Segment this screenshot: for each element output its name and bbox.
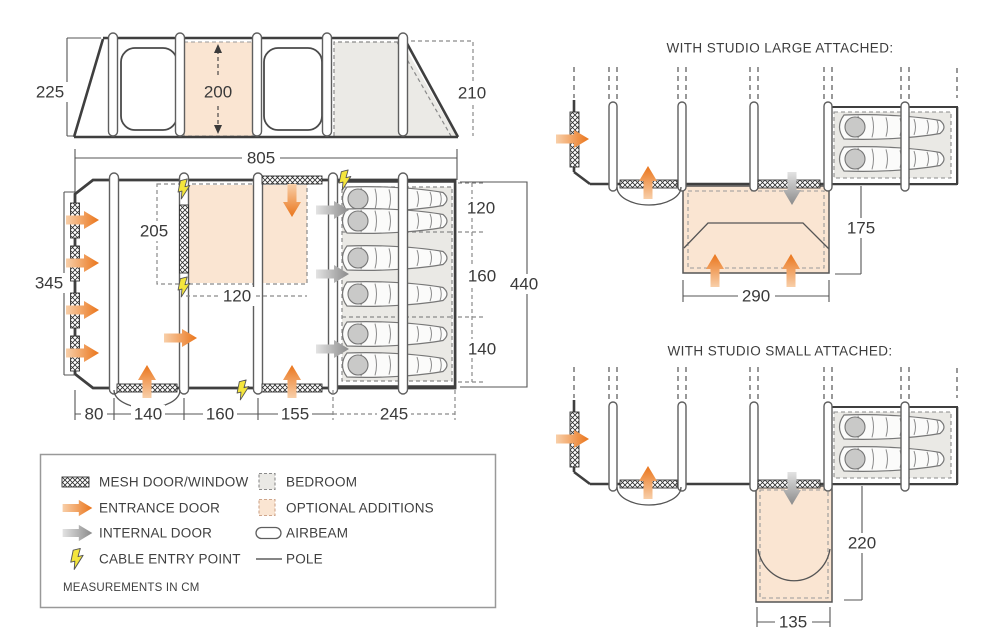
studio-small-wall-cut-dashes — [573, 367, 958, 398]
legend-entrance-label: ENTRANCE DOOR — [99, 501, 220, 516]
legend-optional-label: OPTIONAL ADDITIONS — [286, 501, 434, 516]
elevation-window-2 — [263, 47, 323, 131]
dim-805-label: 805 — [247, 149, 275, 168]
optional-addition-area — [186, 185, 307, 283]
dim-140-label: 140 — [134, 405, 162, 424]
mesh-swatch-icon — [61, 476, 90, 488]
studio-small-dashed — [759, 489, 829, 599]
studio-large-title: WITH STUDIO LARGE ATTACHED: — [666, 41, 893, 56]
sleeping-bag — [838, 146, 945, 172]
elevation-window-1 — [120, 47, 178, 131]
elevation-210-extent-dashed — [404, 40, 474, 136]
dim-155-label: 155 — [281, 405, 309, 424]
legend-note: MEASUREMENTS IN CM — [63, 582, 200, 594]
dim-225-label: 225 — [36, 83, 64, 102]
optional-swatch-icon — [258, 498, 276, 517]
elevation-porch-dashed-edge — [333, 41, 400, 136]
studio-small-door-arc2 — [616, 486, 682, 506]
dim-290-label: 290 — [742, 287, 770, 306]
legend-mesh-label: MESH DOOR/WINDOW — [99, 475, 248, 490]
height-200-arrowheads — [214, 44, 222, 134]
legend-internal-label: INTERNAL DOOR — [99, 526, 212, 541]
studio-small-door-arc — [757, 548, 831, 582]
dim-80-label: 80 — [85, 405, 104, 424]
section-120-label: 120 — [467, 199, 495, 218]
elevation-right-slant — [402, 37, 460, 138]
studio-small-airbeams — [608, 367, 910, 492]
dim-210-label: 210 — [458, 84, 486, 103]
dim-120-label: 120 — [223, 287, 251, 306]
studio-large-wall-cut-dashes — [573, 67, 958, 98]
elevation-shaded-porch — [334, 42, 456, 136]
studio-small-area — [755, 485, 833, 603]
bottom-dim-dashed — [332, 390, 456, 420]
dim-220-label: 220 — [848, 534, 876, 553]
bedroom-swatch-icon — [258, 472, 276, 491]
dim-345-label: 345 — [35, 274, 63, 293]
dim-245-label: 245 — [380, 405, 408, 424]
dim-160-label: 160 — [206, 405, 234, 424]
elevation-left-slant — [72, 38, 105, 138]
studio-large-area — [682, 185, 830, 274]
elevation-view: 200 225 210 805 — [33, 32, 492, 192]
legend: MESH DOOR/WINDOW ENTRANCE DOOR INTERNAL … — [39, 453, 497, 609]
dim-200-label: 200 — [204, 83, 232, 102]
airbeam-pill-icon — [255, 526, 282, 540]
dim-225-line — [66, 37, 101, 137]
studio-small-view: WITH STUDIO SMALL ATTACHED: — [556, 344, 959, 632]
legend-pole-label: POLE — [286, 552, 323, 567]
elevation-airbeams — [107, 32, 409, 137]
studio-large-airbeams — [608, 67, 910, 192]
section-dim-dashes — [458, 182, 486, 383]
dim-175-label: 175 — [847, 219, 875, 238]
legend-airbeam-label: AIRBEAM — [286, 526, 348, 541]
legend-bedroom-label: BEDROOM — [286, 475, 357, 490]
dim-135-label: 135 — [779, 613, 807, 632]
legend-cable-label: CABLE ENTRY POINT — [99, 552, 241, 567]
sleeping-bag — [838, 114, 945, 140]
sleeping-bag — [838, 414, 945, 440]
dim-205-label: 205 — [140, 222, 168, 241]
dim-440-label: 440 — [510, 275, 538, 294]
studio-large-window-line — [683, 222, 830, 250]
studio-large-dashed — [687, 190, 825, 269]
section-140-label: 140 — [468, 340, 496, 359]
studio-small-title: WITH STUDIO SMALL ATTACHED: — [667, 344, 892, 359]
studio-large-door-arc — [616, 186, 682, 206]
section-160-label: 160 — [468, 267, 496, 286]
bedroom-section-dividers — [342, 231, 452, 318]
studio-large-view: WITH STUDIO LARGE ATTACHED: — [556, 41, 959, 306]
bottom-dim-lines — [74, 390, 333, 420]
floor-plan: 205 120 345 120 160 140 440 80 140 160 1… — [32, 169, 544, 424]
sleeping-bag — [838, 446, 945, 472]
